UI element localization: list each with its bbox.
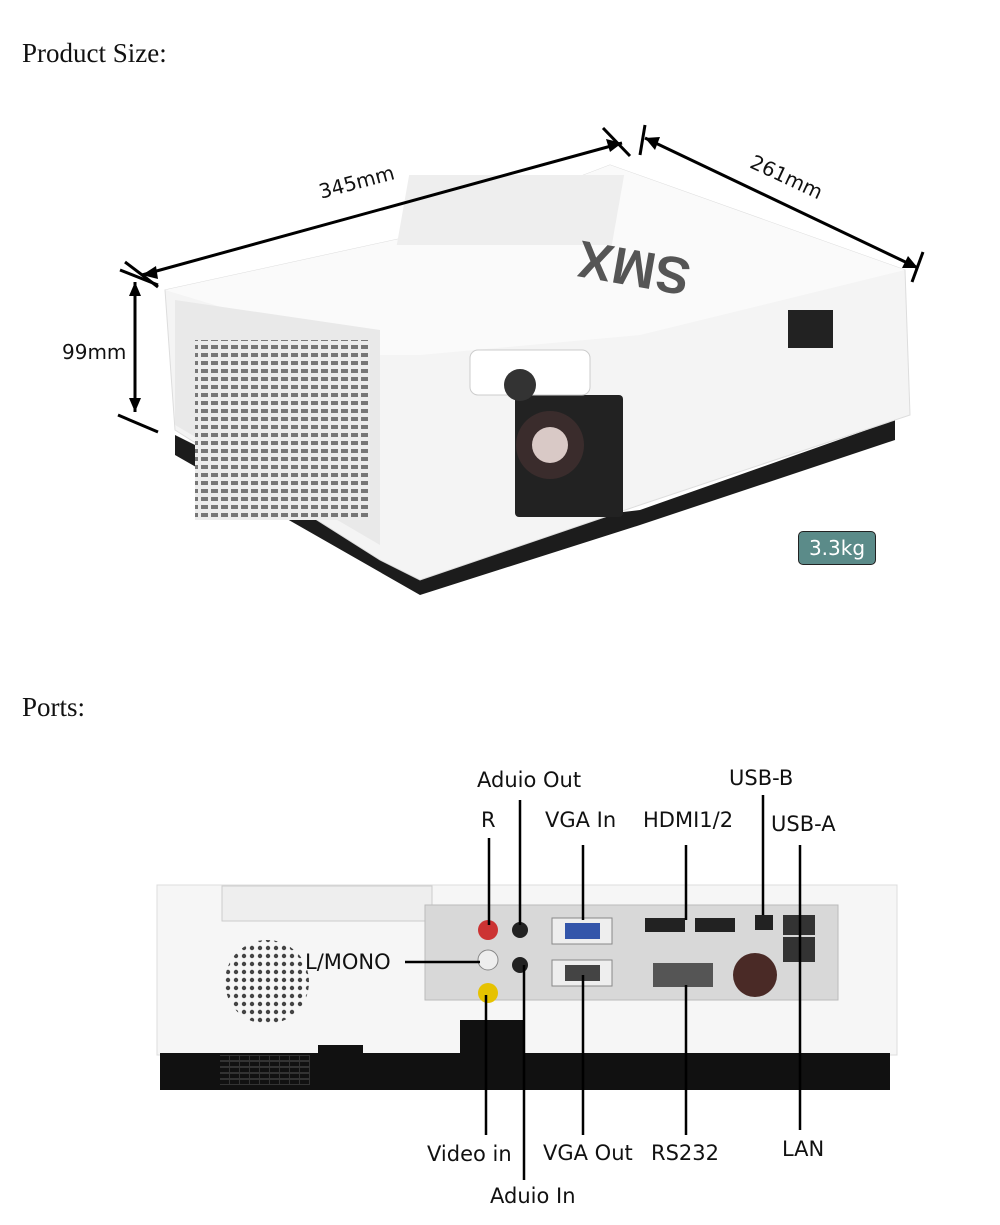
port-label-l-mono: L/MONO	[305, 950, 391, 974]
port-label-hdmi: HDMI1/2	[643, 808, 734, 832]
port-label-r: R	[481, 808, 496, 832]
ports-heading: Ports:	[22, 692, 86, 722]
port-label-usb-a: USB-A	[771, 812, 836, 836]
height-label: 99mm	[62, 340, 127, 364]
weight-badge: 3.3kg	[798, 531, 876, 565]
port-label-rs232: RS232	[651, 1141, 720, 1165]
port-label-lan: LAN	[782, 1137, 825, 1161]
port-label-video-in: Video in	[427, 1142, 512, 1166]
product-size-heading: Product Size:	[22, 38, 167, 68]
port-label-audio-in: Aduio In	[490, 1184, 576, 1208]
port-label-usb-b: USB-B	[729, 766, 794, 790]
projector-top-illustration: SMX	[117, 124, 925, 595]
port-label-vga-in: VGA In	[545, 808, 617, 832]
port-label-vga-out: VGA Out	[543, 1141, 633, 1165]
port-label-audio-out: Aduio Out	[477, 768, 582, 792]
